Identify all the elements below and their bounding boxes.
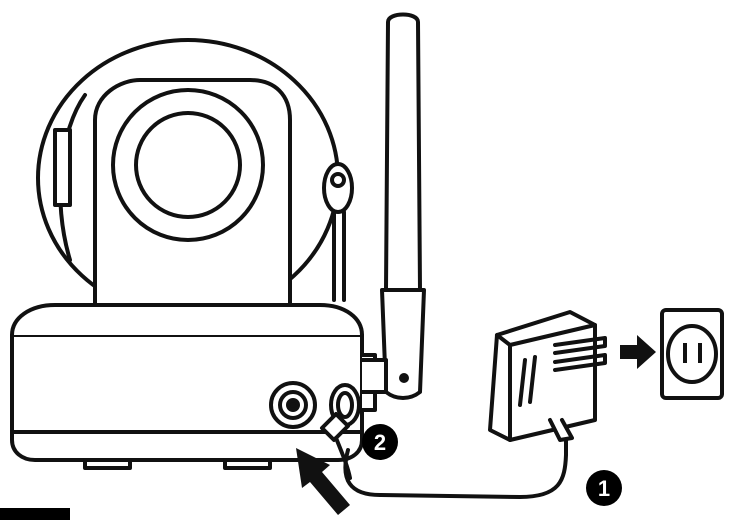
dc-jack bbox=[269, 381, 317, 429]
step-number-2: 2 bbox=[374, 430, 386, 455]
camera-head bbox=[36, 38, 340, 318]
arrow-right-icon bbox=[620, 335, 656, 369]
step-badge-1: 1 bbox=[586, 470, 622, 506]
wall-outlet bbox=[660, 308, 724, 400]
step-badge-2: 2 bbox=[362, 424, 398, 460]
camera-base bbox=[10, 303, 377, 470]
step-number-1: 1 bbox=[598, 476, 610, 501]
tilt-knob bbox=[322, 162, 354, 302]
antenna bbox=[360, 12, 426, 400]
side-port bbox=[329, 383, 361, 427]
arrow-up-icon bbox=[296, 448, 350, 515]
power-cable bbox=[343, 428, 568, 499]
corner-label-bar bbox=[0, 508, 70, 520]
power-adapter bbox=[488, 310, 607, 442]
